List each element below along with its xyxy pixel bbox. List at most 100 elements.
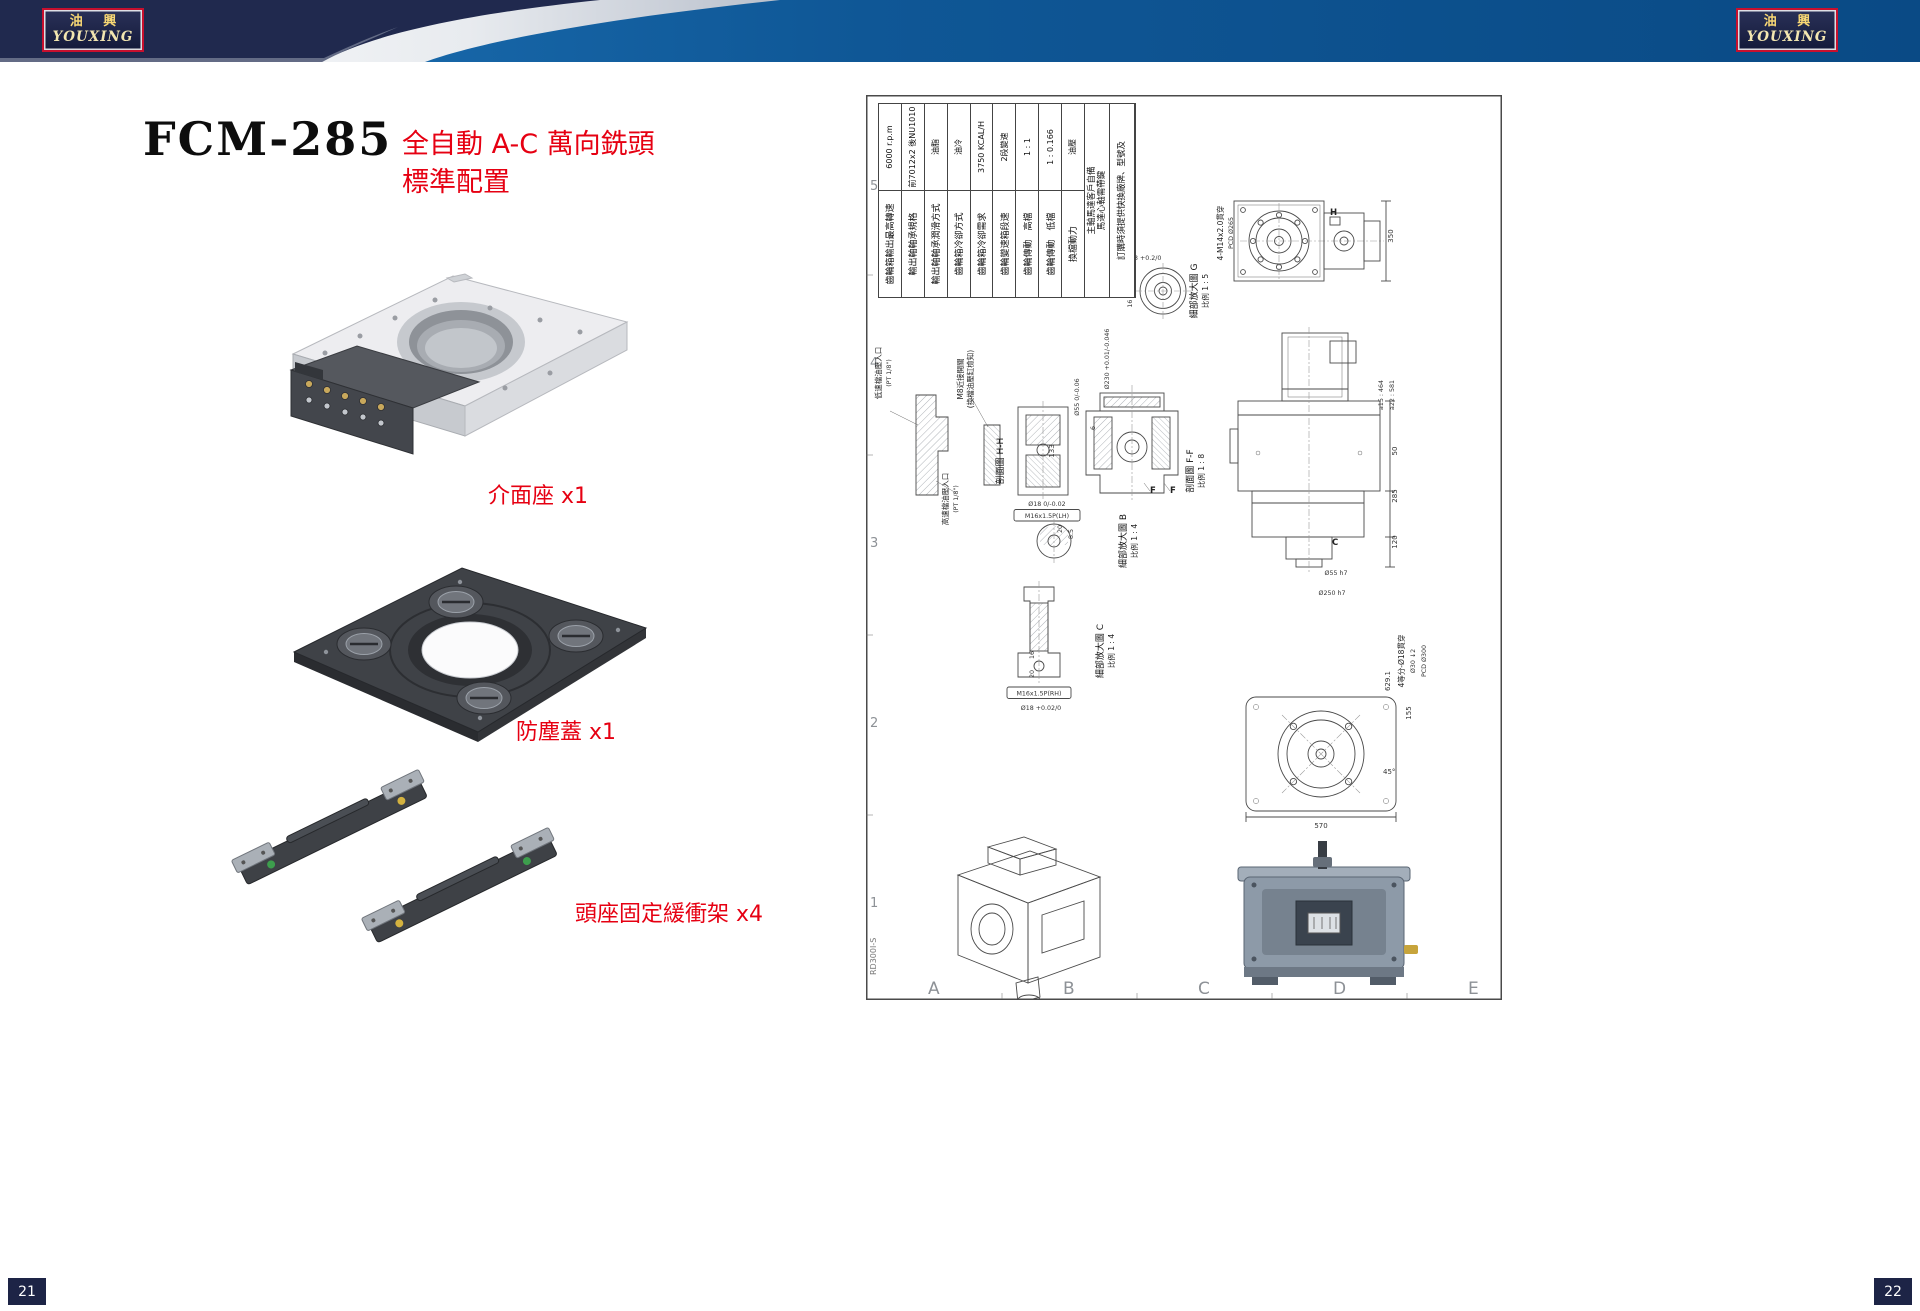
- spec-note-line: 訂購時須提供快換廠牌、型號及: [1116, 141, 1127, 261]
- low-port-callout-2: (PT 1/8"): [886, 359, 893, 387]
- spec-label: 換檔動力: [1062, 190, 1084, 297]
- spec-label: 齒輪傳動 低檔: [1039, 190, 1061, 297]
- detail-b-dim-85: 8.5: [1068, 529, 1075, 539]
- youxing-logo-left: 油 興 YOUXING: [42, 8, 144, 52]
- dim-a22-581: a22 : 581: [1389, 380, 1396, 410]
- section-hh-caption: 剖面圖 H-H: [994, 438, 1006, 485]
- section-ff-scale: 比例 1 : 8: [1196, 454, 1206, 488]
- dim-d18-lh: Ø18 0/-0.02: [1028, 500, 1065, 508]
- model-title: FCM-285: [143, 112, 393, 166]
- section-ff-caption: 剖面圖 F-F: [1184, 449, 1196, 492]
- cover-bosses: [336, 585, 604, 715]
- detail-c: 16 20 M16x1.5P(RH) Ø18 +0.02/0 細部放大圖 C 比…: [1006, 581, 1116, 712]
- grid-col-c: C: [1198, 979, 1210, 999]
- dim-d18-rh: Ø18 +0.02/0: [1021, 704, 1061, 712]
- dim-570: 570: [1314, 822, 1327, 830]
- dim-120: 120: [1391, 535, 1399, 548]
- grid-row-3: 3: [870, 536, 878, 551]
- spec-row: 齒輪箱冷卻需求 3750 KCAL/H: [970, 104, 994, 297]
- sheet-grid-labels: 5 4 3 2 1 A B C D E: [866, 179, 1479, 999]
- detail-c-scale: 比例 1 : 4: [1106, 634, 1116, 668]
- spec-table: 齒輪箱輸出最高轉速 6000 r.p.m 輸出軸軸承規格 前7012x2 後NU…: [878, 103, 1136, 298]
- spec-label: 齒輪箱冷卻需求: [970, 190, 993, 297]
- detail-g: 59.3 +0.2/0 16 ±0.021 細部放大圖 G 比例 1 : 5: [1124, 255, 1210, 319]
- isometric-view: [956, 836, 1102, 1000]
- logo-text-cn: 油 興: [69, 14, 125, 30]
- m8-callout-2: (換檔油壓缸檢知): [965, 350, 975, 408]
- dim-6: 6: [1090, 426, 1097, 430]
- spec-value: 2段變速: [999, 132, 1009, 162]
- page-number-left: 21: [8, 1278, 46, 1305]
- render-view: [1237, 841, 1418, 985]
- spec-note-line: 馬達心軸需帶鍵: [1096, 170, 1107, 231]
- high-port-callout-1: 高速檔油壓入口: [940, 473, 950, 526]
- header-banner: 油 興 YOUXING 油 興 YOUXING: [0, 0, 1920, 62]
- spec-value: 油壓: [1068, 139, 1078, 155]
- dim-629-1: 629.1: [1384, 671, 1392, 691]
- spec-label: 齒輪變速箱段速: [993, 190, 1016, 297]
- model-subtitle: 全自動 A-C 萬向銑頭 標準配置: [402, 126, 655, 203]
- spec-row: 齒輪變速箱段速 2段變速: [993, 104, 1017, 297]
- buffer-bracket-figure: [231, 769, 557, 943]
- bracket-bar-2: [361, 827, 557, 943]
- doc-number: RD300I-S: [869, 938, 878, 975]
- detail-b-scale: 比例 1 : 4: [1129, 524, 1139, 558]
- spec-value: 1 : 1: [1022, 138, 1032, 156]
- grid-col-a: A: [928, 979, 940, 999]
- spec-value: 前7012x2 後NU1010: [908, 106, 918, 188]
- section-hh: 剖面圖 H-H 133 Ø18 0/-0.02 M16x1.5P(LH): [994, 401, 1081, 522]
- drawing-sheet-svg: 5 4 3 2 1 A B C D E RD300I-S: [866, 95, 1502, 1000]
- spec-label: 齒輪傳動 高檔: [1016, 190, 1039, 297]
- spec-note-order: 訂購時須提供快換廠牌、型號及: [1109, 104, 1135, 297]
- front-callout-2: Ø30 ↓2: [1409, 649, 1417, 673]
- view-mark-h: H: [1330, 208, 1337, 218]
- view-mark-c: C: [1332, 538, 1338, 548]
- sheet-border: [866, 95, 1502, 1000]
- m8-callout-1: M8近接開關: [955, 358, 965, 399]
- dim-a15-464: a15 : 464: [1378, 380, 1385, 410]
- spec-note-line: 主軸馬達客戶自備: [1086, 166, 1097, 235]
- detail-b-caption: 細部放大圖 B: [1117, 514, 1129, 568]
- spec-row: 換檔動力 油壓: [1062, 104, 1085, 297]
- top-view-callout-2: PCD Ø265: [1227, 217, 1235, 249]
- dim-d250-h7: Ø250 h7: [1319, 589, 1346, 597]
- page-number-right: 22: [1874, 1278, 1912, 1305]
- logo-text-en: YOUXING: [52, 29, 134, 46]
- detail-c-caption: 細部放大圖 C: [1094, 624, 1106, 678]
- dim-d55: Ø55 0/-0.06: [1073, 378, 1081, 415]
- grid-row-2: 2: [870, 716, 878, 731]
- spec-value: 1 : 0.166: [1045, 129, 1055, 165]
- dim-285: 285: [1391, 489, 1399, 502]
- grid-row-4: 4: [870, 356, 878, 371]
- header-swoosh: [0, 0, 1920, 62]
- detail-c-dim-20: 20: [1029, 670, 1036, 678]
- hydraulic-ports: 低速檔油壓入口 (PT 1/8") M8近接開關 (換檔油壓缸檢知) 高速檔油壓…: [873, 347, 1001, 526]
- view-mark-f-2: F: [1170, 486, 1176, 496]
- subtitle-line-1: 全自動 A-C 萬向銑頭: [402, 129, 655, 160]
- logo-text-cn: 油 興: [1763, 14, 1819, 30]
- spec-row: 齒輪傳動 高檔 1 : 1: [1016, 104, 1040, 297]
- interface-seat-figure: [289, 273, 629, 455]
- subtitle-line-2: 標準配置: [402, 167, 510, 199]
- dim-350: 350: [1387, 229, 1395, 242]
- spec-note-motor: 主軸馬達客戶自備 馬達心軸需帶鍵: [1084, 104, 1110, 297]
- grid-col-d: D: [1333, 979, 1346, 999]
- buffer-bracket-label: 頭座固定緩衝架 x4: [575, 902, 764, 927]
- low-port-callout-1: 低速檔油壓入口: [873, 347, 883, 400]
- spec-row: 齒輪傳動 低檔 1 : 0.166: [1039, 104, 1062, 297]
- dim-45deg: 45°: [1383, 768, 1395, 776]
- youxing-logo-right: 油 興 YOUXING: [1736, 8, 1838, 52]
- side-view: a15 : 464 a22 : 581 50 285 120 C Ø55 h7 …: [1229, 327, 1399, 597]
- dim-133: 133: [1048, 444, 1056, 457]
- front-view: 629.1 155 45° 570 4等分-Ø18貫穿 Ø30 ↓2 PCD Ø…: [1245, 635, 1428, 830]
- high-port-callout-2: (PT 1/8"): [953, 485, 960, 513]
- detail-b-dim-20: 20: [1057, 525, 1064, 533]
- dust-cover-figure: [292, 567, 648, 742]
- spec-value: 6000 r.p.m: [885, 125, 895, 169]
- front-callout-1: 4等分-Ø18貫穿: [1396, 635, 1406, 688]
- spec-label: 輸出軸軸承規格: [901, 190, 924, 297]
- view-mark-f-1: F: [1150, 486, 1156, 496]
- top-view: 4-M14x2.0貫穿 PCD Ø265 350 H: [1215, 200, 1395, 282]
- dim-d55-h7: Ø55 h7: [1325, 569, 1348, 577]
